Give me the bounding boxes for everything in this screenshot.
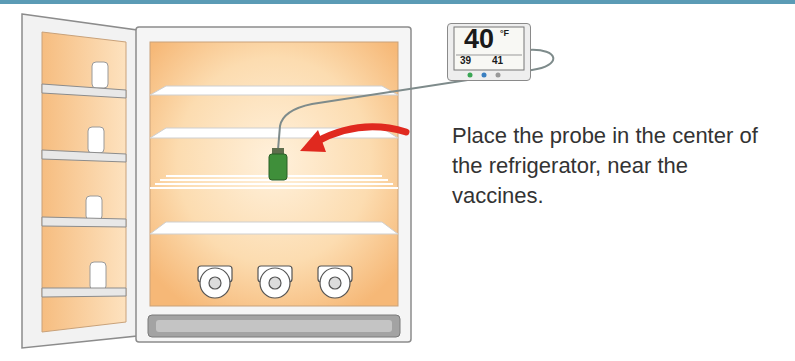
min-max-reading: 41 [492, 56, 503, 66]
instruction-text: Place the probe in the center of the ref… [452, 121, 762, 211]
probe-vial [269, 148, 287, 180]
pointer-arrow [300, 127, 406, 152]
fridge-body [136, 27, 411, 342]
top-band [0, 0, 795, 4]
thermometer-display: 40 °F 39 41 [447, 23, 531, 81]
temperature-reading: 40 [464, 26, 494, 53]
min-max-reading: 39 [460, 56, 471, 66]
unit-label: °F [500, 29, 509, 38]
fridge-door [22, 14, 137, 348]
